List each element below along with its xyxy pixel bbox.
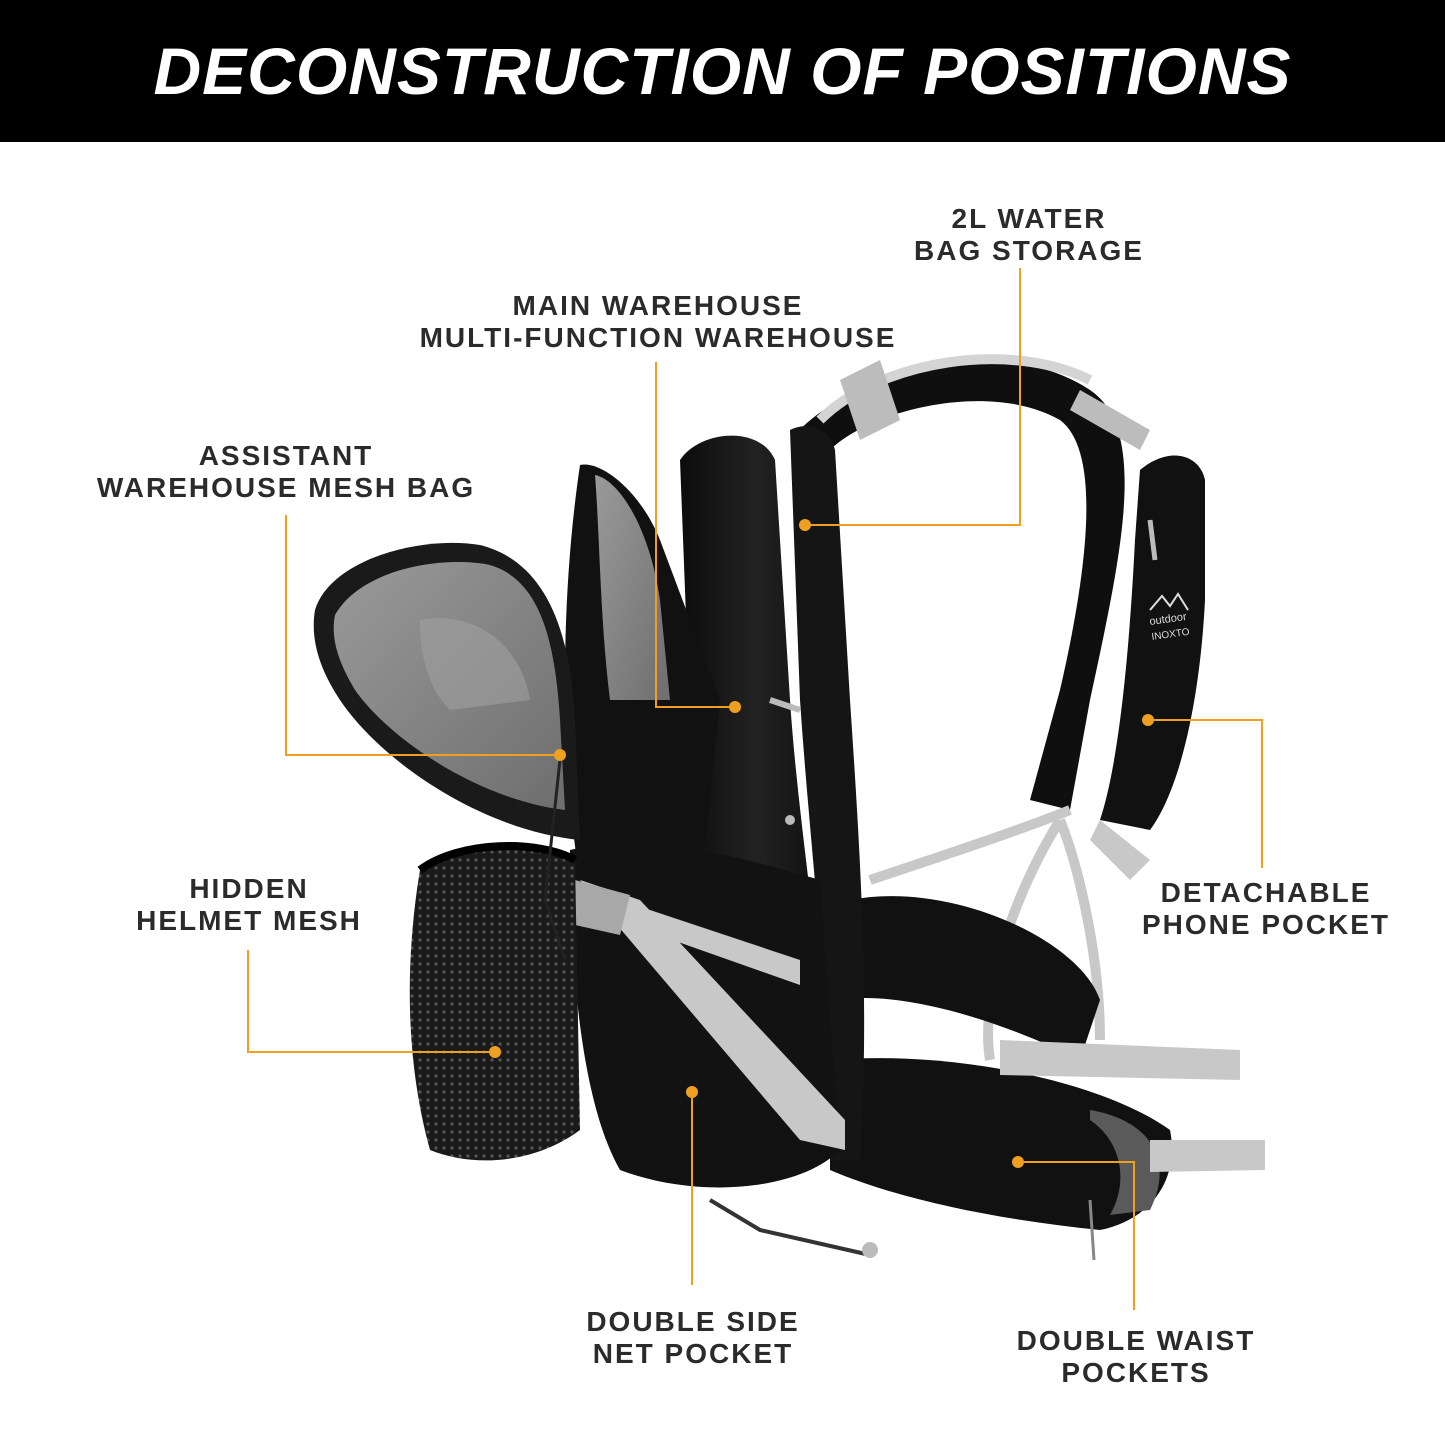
page-title: DECONSTRUCTION OF POSITIONS (153, 34, 1292, 108)
main-warehouse-leader (655, 362, 735, 708)
phone-pocket-shape: outdoor INOXTO (1100, 455, 1205, 830)
callout-line: 2L WATER (951, 203, 1107, 234)
mountain-logo-icon (1149, 592, 1189, 611)
main-warehouse-dot (729, 701, 741, 713)
side-net-dot (686, 1086, 698, 1098)
side-mesh-pocket (409, 759, 580, 1161)
callout-line: BAG STORAGE (914, 235, 1144, 266)
callout-line: MULTI-FUNCTION WAREHOUSE (419, 322, 897, 353)
callout-phone-pocket: DETACHABLE PHONE POCKET (1124, 877, 1408, 941)
title-banner (0, 0, 1445, 142)
callout-line: ASSISTANT (198, 440, 374, 471)
callout-line: HELMET MESH (136, 905, 362, 936)
phone-pocket-dot (1142, 714, 1154, 726)
callout-lines (247, 268, 1263, 1310)
main-compartment (565, 426, 878, 1258)
assistant-warehouse-leader (285, 515, 560, 756)
helmet-mesh-leader (247, 950, 495, 1053)
assistant-warehouse-dot (554, 749, 566, 761)
waist-pockets-leader (1018, 1161, 1135, 1310)
water-bag-leader (808, 268, 1021, 526)
callout-helmet-mesh: HIDDEN HELMET MESH (118, 873, 380, 937)
phone-pocket-leader (1148, 719, 1263, 868)
callout-water-bag: 2L WATER BAG STORAGE (898, 203, 1160, 267)
callout-assistant-warehouse: ASSISTANT WAREHOUSE MESH BAG (70, 440, 502, 504)
callout-line: PHONE POCKET (1141, 909, 1391, 940)
assistant-mesh-bag (313, 542, 580, 840)
callout-side-net: DOUBLE SIDE NET POCKET (568, 1306, 818, 1370)
shoulder-strap (790, 354, 1150, 810)
helmet-mesh-dot (489, 1046, 501, 1058)
callout-main-warehouse: MAIN WAREHOUSE MULTI-FUNCTION WAREHOUSE (390, 290, 926, 354)
callout-line: DETACHABLE (1160, 877, 1372, 908)
callout-line: DOUBLE WAIST (1016, 1325, 1256, 1356)
logo-text-2: INOXTO (1151, 627, 1191, 643)
hip-belt (830, 896, 1265, 1261)
callout-line: DOUBLE SIDE (586, 1306, 800, 1337)
waist-pockets-dot (1012, 1156, 1024, 1168)
callout-line: MAIN WAREHOUSE (512, 290, 804, 321)
water-bag-dot (799, 519, 811, 531)
callout-line: NET POCKET (592, 1338, 794, 1369)
callout-line: WAREHOUSE MESH BAG (96, 472, 476, 503)
callout-line: HIDDEN (189, 873, 309, 904)
callout-dots (489, 519, 1154, 1168)
callout-line: POCKETS (1061, 1357, 1211, 1388)
callout-waist-pockets: DOUBLE WAIST POCKETS (996, 1325, 1276, 1389)
logo-text-1: outdoor (1149, 611, 1188, 628)
